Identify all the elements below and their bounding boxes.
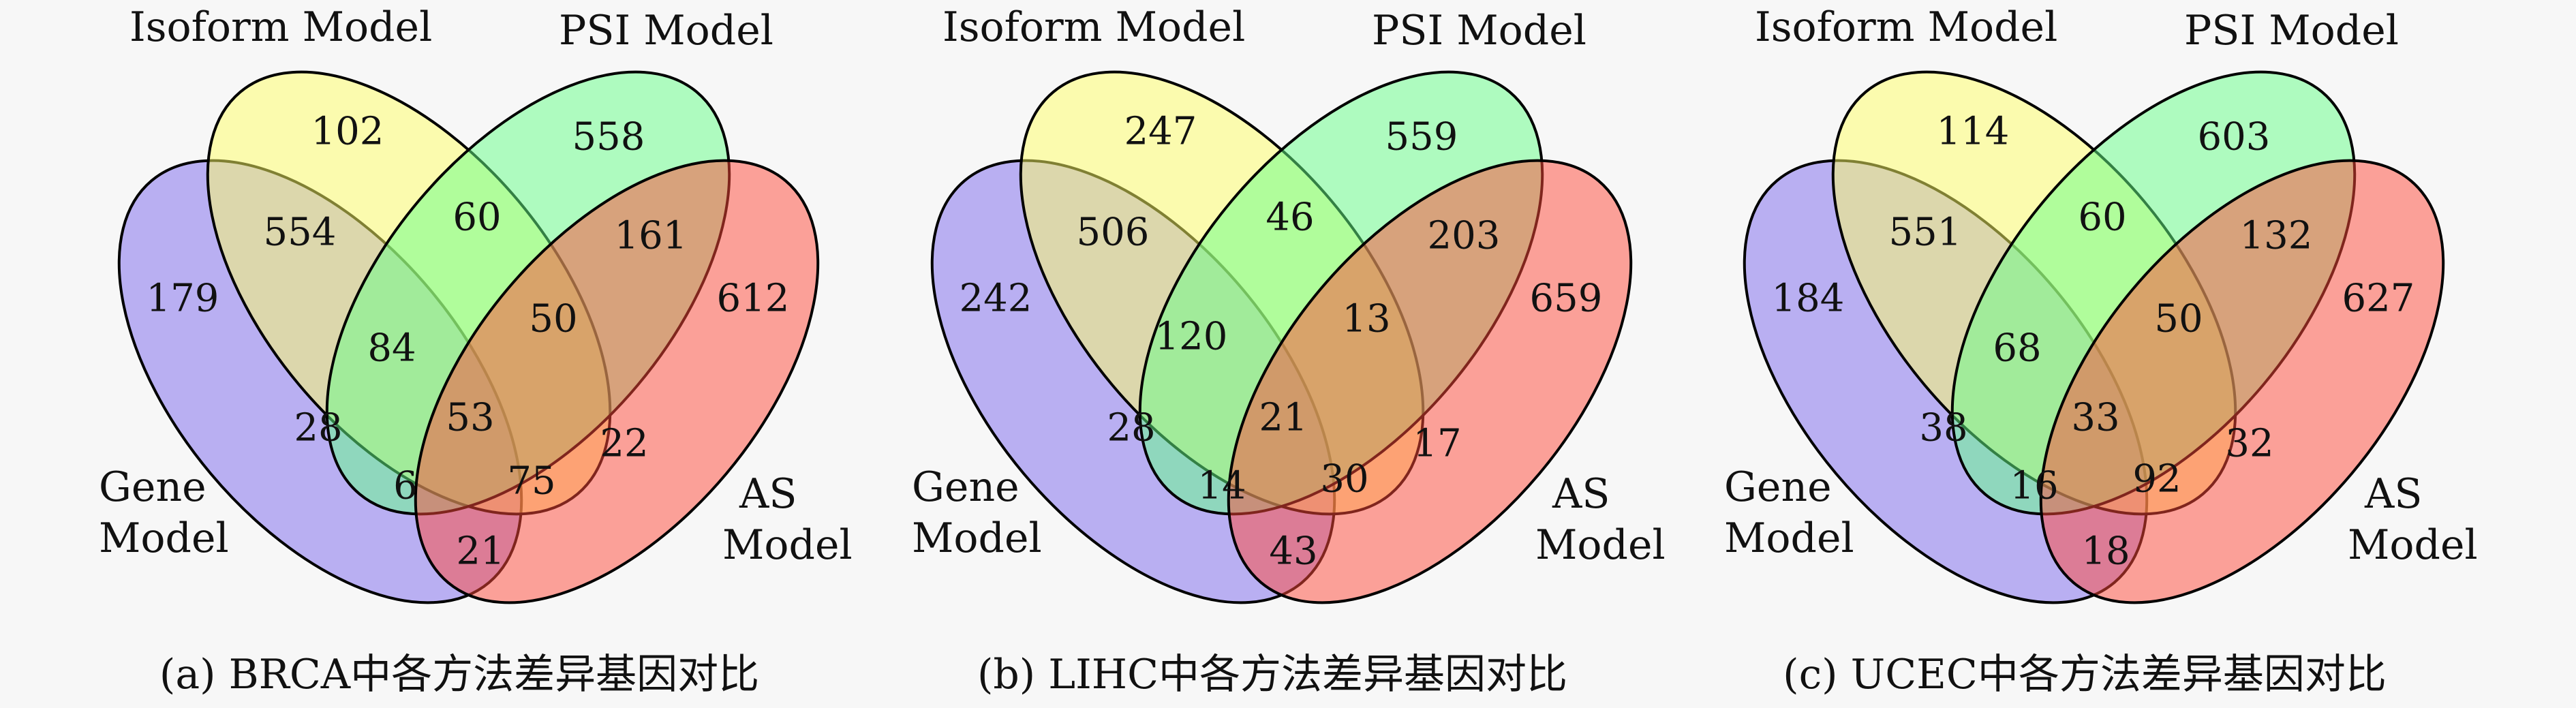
as-model-ellipse	[414, 159, 820, 604]
region-counts: 102 558 179 612 554 60 161 84 50 28 53 2…	[147, 110, 790, 574]
count-psi-only: 558	[572, 115, 645, 159]
count-psi-as: 203	[1428, 214, 1501, 258]
count-psi-as: 132	[2240, 214, 2313, 258]
count-gene-isoform-psi: 84	[367, 326, 416, 371]
count-gene-isoform-psi: 120	[1155, 315, 1228, 359]
count-isoform-as: 32	[2225, 422, 2273, 466]
count-as-only: 627	[2342, 277, 2415, 321]
venn-panel-brca: Isoform Model PSI Model Gene Model AS Mo…	[99, 3, 853, 698]
count-isoform-as: 22	[600, 422, 648, 466]
count-gene-psi-as: 6	[393, 464, 418, 508]
count-isoform-psi-as: 50	[529, 297, 577, 341]
panel-caption: (a) BRCA中各方法差异基因对比	[159, 651, 759, 698]
isoform-model-label: Isoform Model	[942, 3, 1245, 51]
as-model-ellipse	[2039, 159, 2445, 604]
count-all-four: 33	[2071, 396, 2119, 440]
count-psi-as: 161	[615, 214, 688, 258]
count-gene-psi: 28	[294, 406, 342, 450]
count-gene-only: 179	[147, 277, 219, 321]
venn-ellipses	[117, 70, 820, 604]
count-gene-as: 43	[1269, 529, 1317, 574]
count-isoform-only: 247	[1124, 110, 1197, 154]
as-model-ellipse	[1227, 159, 1633, 604]
count-all-four: 53	[446, 396, 494, 440]
count-all-four: 21	[1259, 396, 1307, 440]
count-gene-psi: 28	[1107, 406, 1155, 450]
gene-model-label-line2: Model	[1724, 514, 1854, 562]
count-isoform-only: 114	[1937, 110, 2010, 154]
psi-model-label: PSI Model	[1372, 7, 1586, 55]
count-isoform-psi: 46	[1266, 196, 1314, 240]
count-as-only: 612	[717, 277, 790, 321]
as-model-label-line1: AS	[2364, 470, 2422, 518]
count-gene-isoform-as: 92	[2132, 457, 2181, 502]
count-gene-isoform: 551	[1889, 211, 1962, 255]
psi-model-label: PSI Model	[2184, 7, 2399, 55]
panel-caption: (c) UCEC中各方法差异基因对比	[1783, 651, 2387, 698]
count-isoform-psi: 60	[453, 196, 501, 240]
as-model-label-line2: Model	[722, 521, 853, 569]
count-gene-isoform-as: 75	[507, 459, 555, 504]
psi-model-label: PSI Model	[559, 7, 773, 55]
gene-model-label-line2: Model	[912, 514, 1042, 562]
gene-model-label-line1: Gene	[1724, 463, 1832, 511]
count-gene-isoform: 506	[1077, 211, 1150, 255]
count-as-only: 659	[1530, 277, 1603, 321]
count-gene-as: 18	[2081, 529, 2130, 574]
gene-model-label-line1: Gene	[99, 463, 206, 511]
gene-model-label-line1: Gene	[912, 463, 1019, 511]
count-psi-only: 603	[2198, 115, 2271, 159]
count-isoform-psi-as: 13	[1342, 297, 1390, 341]
count-isoform-only: 102	[311, 110, 384, 154]
count-isoform-as: 17	[1413, 422, 1461, 466]
gene-model-label-line2: Model	[99, 514, 229, 562]
isoform-model-label: Isoform Model	[129, 3, 432, 51]
count-gene-psi-as: 16	[2010, 464, 2058, 508]
panel-caption: (b) LIHC中各方法差异基因对比	[977, 651, 1567, 698]
count-gene-isoform-psi: 68	[1993, 326, 2041, 371]
as-model-label-line2: Model	[2348, 521, 2478, 569]
venn-panel-ucec: Isoform Model PSI Model Gene Model AS Mo…	[1724, 3, 2478, 698]
as-model-label-line1: AS	[739, 470, 797, 518]
count-gene-psi: 38	[1919, 406, 1967, 450]
count-gene-isoform: 554	[264, 211, 337, 255]
venn-panel-lihc: Isoform Model PSI Model Gene Model AS Mo…	[912, 3, 1666, 698]
venn-ellipses	[930, 70, 1633, 604]
count-isoform-psi: 60	[2078, 196, 2126, 240]
count-gene-as: 21	[456, 529, 504, 574]
as-model-label-line2: Model	[1535, 521, 1666, 569]
isoform-model-label: Isoform Model	[1755, 3, 2057, 51]
count-gene-only: 184	[1772, 277, 1845, 321]
count-gene-psi-as: 14	[1197, 464, 1246, 508]
region-counts: 114 603 184 627 551 60 132 68 50 38 33 3…	[1772, 110, 2415, 574]
count-psi-only: 559	[1385, 115, 1458, 159]
as-model-label-line1: AS	[1552, 470, 1610, 518]
count-gene-only: 242	[960, 277, 1032, 321]
count-isoform-psi-as: 50	[2154, 297, 2203, 341]
count-gene-isoform-as: 30	[1320, 457, 1368, 502]
venn-ellipses	[1743, 70, 2445, 604]
region-counts: 247 559 242 659 506 46 203 120 13 28 21 …	[960, 110, 1603, 574]
